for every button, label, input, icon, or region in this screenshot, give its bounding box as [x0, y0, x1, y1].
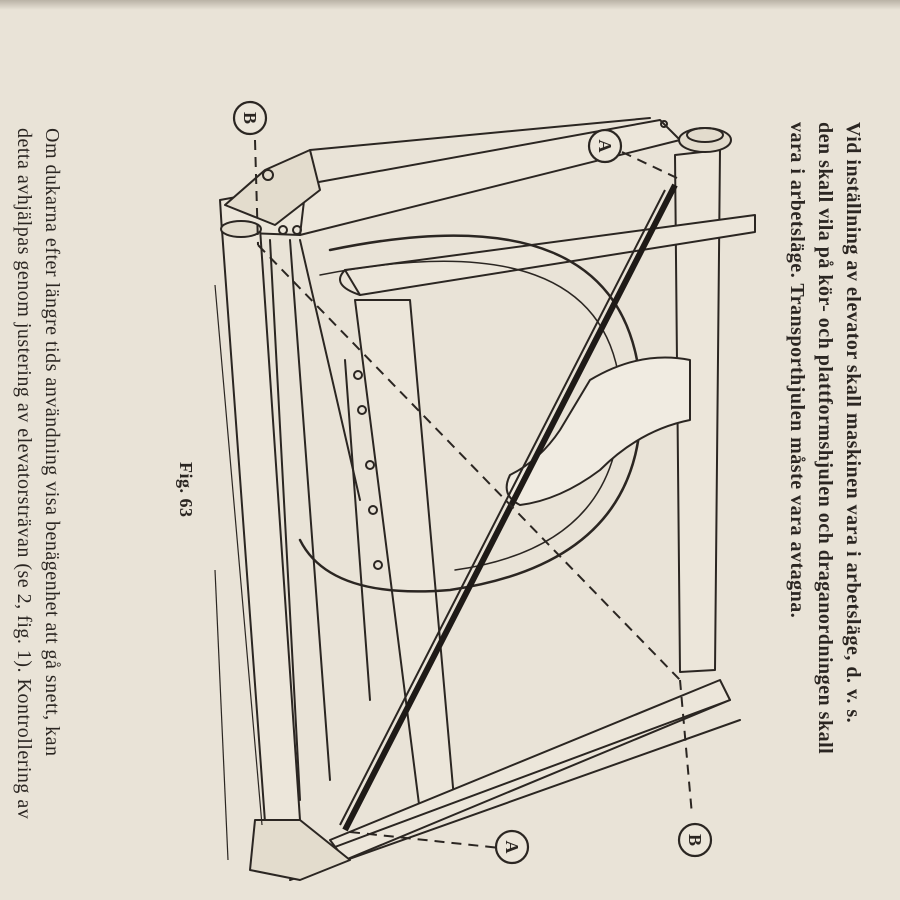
label-a-top: A — [595, 140, 615, 153]
lower-line-1: Om dukarna efter längre tids användning … — [41, 128, 63, 757]
label-b-top: B — [240, 112, 260, 124]
page-edge-shadow — [0, 0, 900, 10]
figure-caption: Fig. 63 — [176, 462, 196, 518]
lower-line-2: detta avhjälpas genom justering av eleva… — [13, 128, 35, 820]
label-b-top-circle — [232, 100, 268, 136]
label-a-top-circle — [587, 128, 623, 164]
label-b-bottom-circle — [677, 822, 713, 858]
label-b-bottom: B — [685, 834, 705, 846]
label-a-bottom: A — [502, 841, 522, 854]
lower-paragraph: Om dukarna efter längre tids användning … — [10, 128, 66, 819]
label-a-bottom-circle — [494, 829, 530, 865]
